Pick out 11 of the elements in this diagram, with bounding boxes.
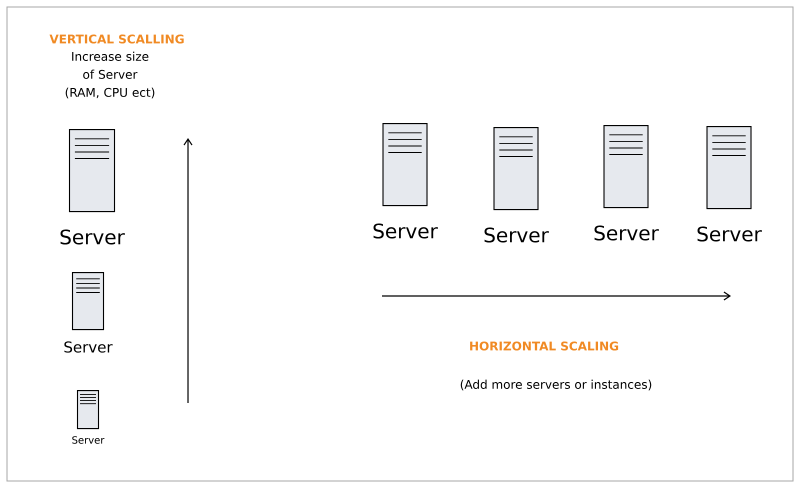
section-heading: HORIZONTAL SCALING — [470, 341, 618, 351]
server-label: Server — [484, 227, 549, 243]
server-label: Server — [64, 341, 113, 353]
server-label: Server — [72, 436, 104, 444]
description-text: Increase size of Server (RAM, CPU ect) — [66, 52, 154, 98]
section-heading: VERTICAL SCALLING — [50, 34, 184, 44]
server-label: Server — [594, 225, 659, 241]
server-label: Server — [374, 223, 438, 239]
server-label: Server — [698, 226, 762, 242]
server-label: Server — [60, 229, 125, 245]
description-text: (Add more servers or instances) — [460, 380, 652, 390]
